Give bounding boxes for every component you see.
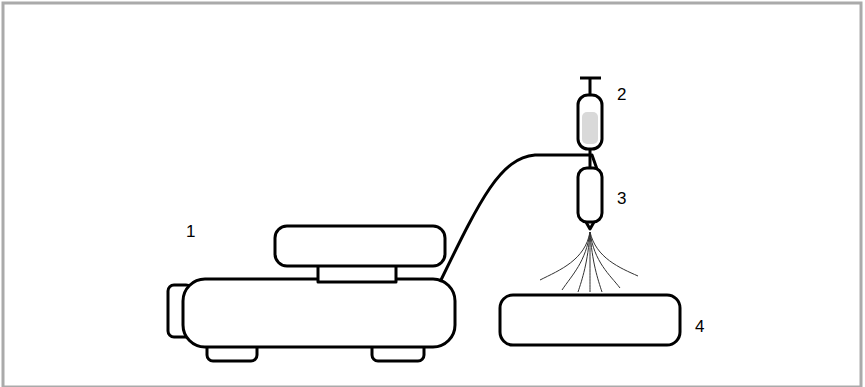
- device-top-plate: [275, 226, 445, 266]
- device-body: [183, 279, 455, 347]
- callout-number: 4: [695, 318, 704, 335]
- callout-number: 3: [617, 190, 626, 207]
- nozzle-tip: [586, 222, 594, 229]
- collector: [500, 295, 680, 345]
- spray: [540, 232, 638, 292]
- frame: [3, 3, 861, 387]
- syringe-liquid: [582, 112, 598, 144]
- syringe-needle: [589, 149, 592, 168]
- nozzle: [578, 168, 602, 222]
- callout-number: 2: [617, 86, 626, 103]
- syringe-plunger: [589, 78, 592, 96]
- syringe-barrel: [578, 95, 602, 149]
- callout-number: 1: [186, 223, 195, 240]
- cable: [440, 155, 598, 282]
